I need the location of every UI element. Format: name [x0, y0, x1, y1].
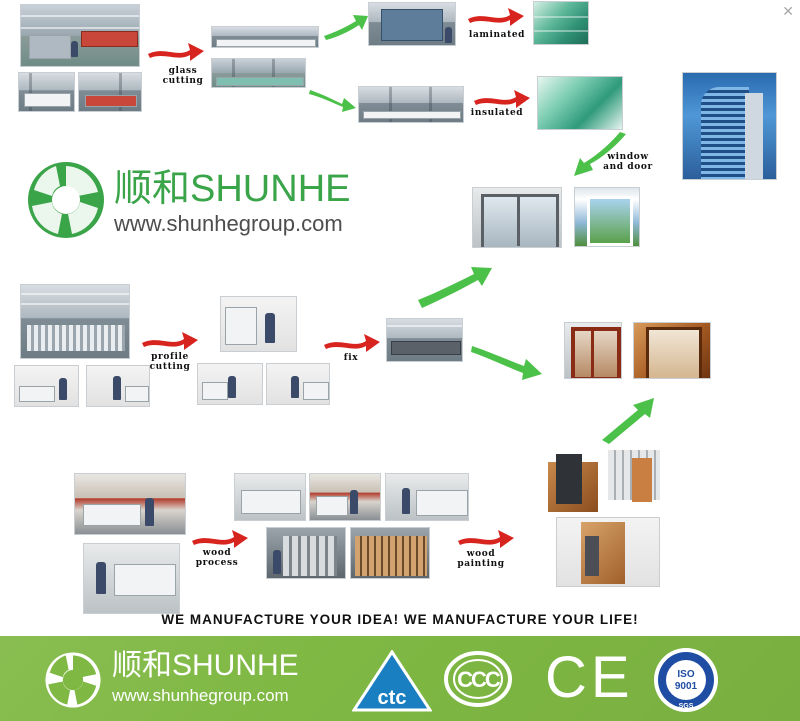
painting-booth-photo-1	[266, 527, 346, 579]
ctc-logo-icon: ctc	[352, 650, 432, 712]
wood-painting-label: wood painting	[452, 549, 510, 569]
wood-window-photo	[564, 322, 622, 379]
wood-aluminium-profile-photo	[546, 448, 662, 514]
red-arrow-icon	[142, 332, 198, 350]
footer-brand-name-cn: 顺和	[112, 648, 172, 683]
profile-worker-photo-2	[86, 365, 150, 407]
ccc-logo-text: CCC	[457, 667, 501, 692]
aluminium-door-photo	[472, 187, 562, 248]
green-arrow-icon	[309, 90, 356, 112]
profile-cutting-label-line2: cutting	[149, 362, 191, 372]
insulated-label: insulated	[470, 108, 524, 118]
ccc-logo-icon: CCC	[444, 651, 512, 707]
laminated-glass-photo	[533, 1, 589, 45]
ce-mark: CE	[545, 645, 634, 710]
insulating-line-photo	[358, 86, 464, 123]
wood-workshop-photo	[74, 473, 186, 535]
insulated-glass-photo	[537, 76, 623, 130]
green-arrow-icon	[602, 398, 654, 444]
profile-cutting-label: profile cutting	[144, 352, 196, 372]
glass-cutting-label: glass cutting	[158, 66, 208, 86]
green-arrow-icon	[324, 15, 368, 40]
profile-storage-photo	[20, 284, 130, 359]
profile-cutting-label-line1: profile	[151, 352, 189, 362]
wood-process-label-line2: process	[195, 558, 239, 568]
footer-logo-icon	[45, 652, 101, 708]
wood-painting-label-line2: painting	[457, 559, 505, 569]
glass-cutting-photo-1	[211, 26, 319, 48]
wood-process-photo-3	[385, 473, 469, 521]
profile-machine-photo-1	[197, 363, 263, 405]
brand-name-en: SHUNHE	[190, 168, 351, 210]
wood-painting-label-line1: wood	[466, 549, 496, 559]
green-arrow-icon	[471, 346, 542, 380]
red-arrow-icon	[148, 43, 204, 61]
tower-building-photo	[682, 72, 777, 180]
wood-process-label: wood process	[192, 548, 242, 568]
wood-door-photo	[633, 322, 711, 379]
fix-label: fix	[343, 353, 359, 363]
glass-cutting-photo-2	[211, 58, 306, 88]
sgs-logo-text: SGS	[679, 703, 694, 710]
green-arrow-icon	[418, 267, 492, 308]
red-arrow-icon	[458, 530, 514, 548]
iso-9001-logo-text: 9001	[675, 681, 698, 692]
red-arrow-icon	[192, 530, 248, 548]
window-and-door-label-line2: and door	[603, 162, 653, 172]
glass-loading-photo	[18, 72, 75, 112]
shunhe-logo-icon	[28, 162, 104, 238]
footer-brand-name: 顺和SHUNHE	[112, 650, 299, 682]
white-window-photo	[574, 187, 640, 247]
wood-process-photo-1	[234, 473, 306, 521]
brand-name: 顺和SHUNHE	[114, 168, 350, 209]
assembly-line-photo	[386, 318, 463, 362]
glass-factory-photo	[20, 4, 140, 67]
close-icon[interactable]: ✕	[782, 4, 794, 20]
brand-url: www.shunhegroup.com	[114, 211, 343, 236]
green-arrow-icon	[574, 132, 626, 176]
profile-machine-photo-2	[266, 363, 330, 405]
wood-process-label-line1: wood	[202, 548, 232, 558]
painting-booth-photo-2	[350, 527, 430, 579]
wood-profile-corner-photo	[556, 517, 660, 587]
glass-cutting-label-line2: cutting	[162, 76, 204, 86]
profile-cutting-photo	[220, 296, 297, 352]
red-arrow-icon	[324, 334, 380, 352]
slogan: WE MANUFACTURE YOUR IDEA! WE MANUFACTURE…	[161, 612, 639, 627]
iso-9001-logo-icon: ISO 9001 SGS	[654, 648, 718, 712]
footer-brand-url: www.shunhegroup.com	[112, 686, 289, 705]
laminated-label: laminated	[468, 30, 526, 40]
red-arrow-icon	[474, 90, 530, 108]
red-arrow-icon	[468, 8, 524, 26]
footer-brand-name-en: SHUNHE	[172, 649, 299, 682]
footer-banner: 顺和SHUNHE www.shunhegroup.com ctc CCC CE …	[0, 636, 800, 721]
ctc-logo-text: ctc	[378, 687, 407, 709]
wood-process-photo-2	[309, 473, 381, 521]
laminating-machine-photo	[368, 2, 456, 46]
profile-worker-photo-1	[14, 365, 79, 407]
glass-table-photo	[78, 72, 142, 112]
brand-name-cn: 顺和	[114, 166, 191, 210]
iso-logo-text: ISO	[677, 669, 694, 680]
window-and-door-label: window and door	[600, 152, 656, 172]
window-and-door-label-line1: window	[607, 152, 649, 162]
glass-cutting-label-line1: glass	[168, 66, 198, 76]
wood-machine-photo	[83, 543, 180, 614]
